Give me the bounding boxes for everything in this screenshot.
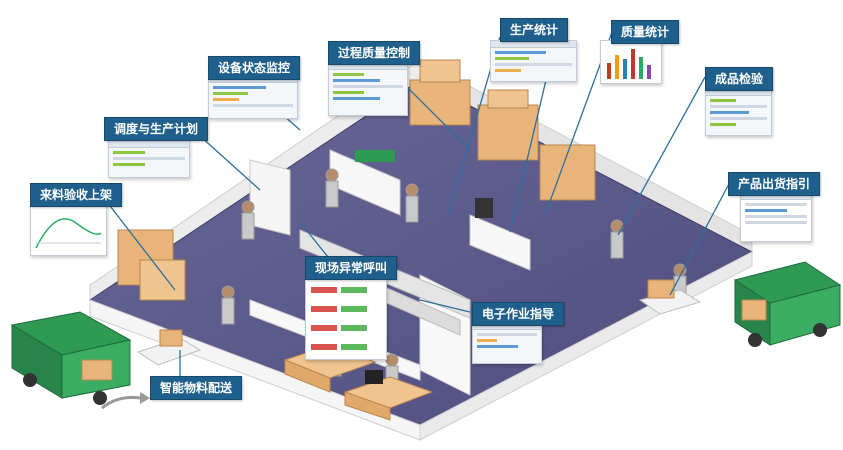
box-stack-left <box>117 229 186 301</box>
agv-cart-left <box>136 329 202 366</box>
dispatch-plan-screen <box>108 140 190 178</box>
incoming-inspection-curve <box>35 218 102 249</box>
exception-call-panel <box>305 276 387 360</box>
quality-stats-chart <box>600 40 662 84</box>
delivery-arrow <box>101 396 141 410</box>
delivery-arrow-head <box>140 392 150 404</box>
box-stack-shelf-1 <box>409 59 471 126</box>
label-equipment-status-monitoring: 设备状态监控 <box>208 56 301 80</box>
production-stats-screen <box>490 40 577 82</box>
shipping-guide-screen <box>740 192 812 242</box>
box-stack-shelf-2 <box>477 89 539 161</box>
label-smart-material-delivery: 智能物料配送 <box>150 376 243 400</box>
quality-stats-bars <box>607 49 651 79</box>
label-electronic-work-instruction: 电子作业指导 <box>472 302 565 326</box>
work-instruction-screen <box>472 322 542 364</box>
process-quality-screen <box>328 62 408 116</box>
agv-cart-right <box>638 279 702 315</box>
label-production-stats: 生产统计 <box>500 18 569 42</box>
truck-right <box>733 261 842 347</box>
equipment-status-screen <box>208 75 298 119</box>
label-product-shipping-guide: 产品出货指引 <box>728 172 821 196</box>
label-process-quality-control: 过程质量控制 <box>328 41 421 65</box>
finished-inspection-screen <box>705 88 772 136</box>
label-quality-stats: 质量统计 <box>611 20 680 44</box>
truck-left <box>10 311 132 405</box>
incoming-inspection-screen <box>30 202 107 256</box>
label-onsite-exception-call: 现场异常呼叫 <box>305 256 398 280</box>
label-incoming-inspection-shelving: 来料验收上架 <box>30 183 123 207</box>
label-finished-product-inspection: 成品检验 <box>705 67 774 91</box>
label-dispatch-production-plan: 调度与生产计划 <box>104 117 209 141</box>
